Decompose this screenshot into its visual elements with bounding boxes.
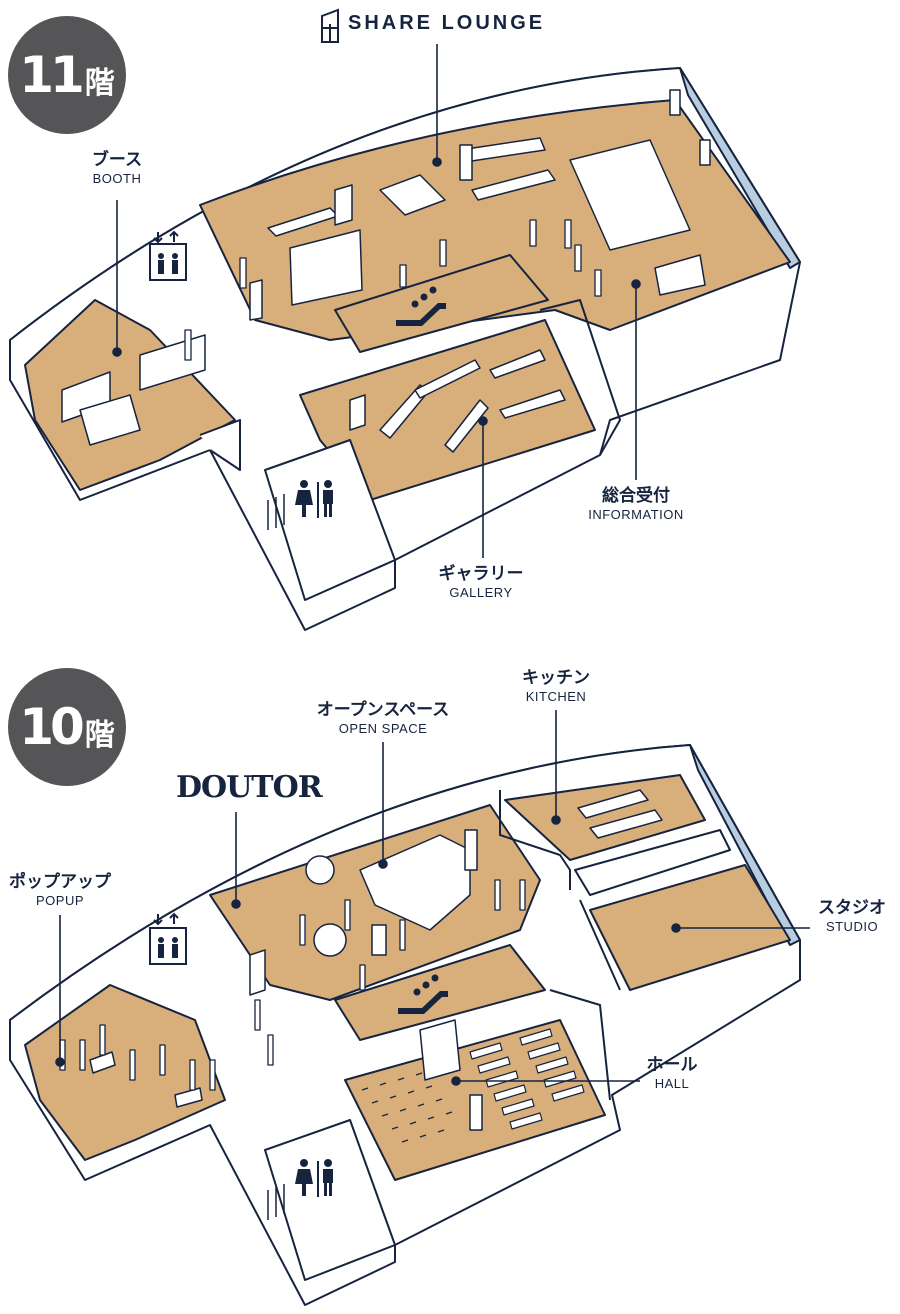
glass-right-11 — [679, 67, 801, 269]
label-studio-jp: スタジオ — [818, 898, 886, 918]
floor-11-number: 11 — [19, 46, 85, 104]
floor-10-plan — [9, 744, 801, 1306]
label-popup-en: POPUP — [35, 893, 84, 908]
glass-right-10 — [689, 744, 801, 946]
floor-10-kai: 階 — [84, 718, 115, 753]
escalator-icon — [398, 974, 448, 1014]
label-open-space: オープンスペース OPEN SPACE — [317, 700, 450, 737]
label-information-jp: 総合受付 — [602, 486, 670, 506]
label-hall: ホール HALL — [647, 1055, 698, 1092]
restroom-wing-11 — [264, 439, 396, 601]
label-kitchen: キッチン KITCHEN — [522, 668, 590, 705]
label-gallery-jp: ギャラリー — [438, 564, 524, 584]
escalator-icon — [396, 286, 446, 326]
share-lounge-brand: SHARE LOUNGE — [320, 12, 545, 35]
floor-11-kai: 階 — [84, 66, 115, 101]
label-hall-en: HALL — [654, 1076, 690, 1091]
label-gallery-en: GALLERY — [449, 585, 513, 600]
hall-seats — [361, 1072, 453, 1143]
label-kitchen-en: KITCHEN — [525, 689, 587, 704]
label-open-space-en: OPEN SPACE — [338, 721, 428, 736]
label-popup: ポップアップ POPUP — [9, 872, 111, 909]
label-booth: ブース BOOTH — [92, 150, 142, 187]
share-lounge-label: SHARE LOUNGE — [348, 12, 546, 34]
popup-floor — [24, 984, 226, 1161]
floor-11-plan — [9, 67, 801, 631]
label-studio-en: STUDIO — [825, 919, 879, 934]
label-gallery: ギャラリー GALLERY — [439, 564, 524, 601]
doutor-logo: DOUTOR — [176, 770, 323, 805]
label-information: 総合受付 INFORMATION — [588, 486, 684, 523]
label-popup-jp: ポップアップ — [9, 872, 111, 892]
restroom-icon — [295, 1159, 333, 1197]
kitchen-floor — [504, 774, 706, 861]
leaders-10 — [55, 710, 810, 1086]
elevator-icon — [149, 912, 187, 965]
restroom-icon — [295, 480, 333, 518]
label-open-space-jp: オープンスペース — [316, 700, 450, 720]
share-lounge-logo-icon — [321, 8, 339, 43]
label-booth-en: BOOTH — [92, 171, 142, 186]
label-studio: スタジオ STUDIO — [818, 898, 886, 935]
floor-10-number: 10 — [19, 698, 85, 756]
label-information-en: INFORMATION — [588, 507, 684, 522]
elevator-icon — [149, 230, 187, 281]
label-booth-jp: ブース — [91, 150, 143, 170]
label-hall-jp: ホール — [646, 1055, 698, 1075]
label-kitchen-jp: キッチン — [522, 668, 590, 688]
leaders-11 — [112, 44, 641, 558]
restroom-wing-10 — [264, 1119, 396, 1281]
